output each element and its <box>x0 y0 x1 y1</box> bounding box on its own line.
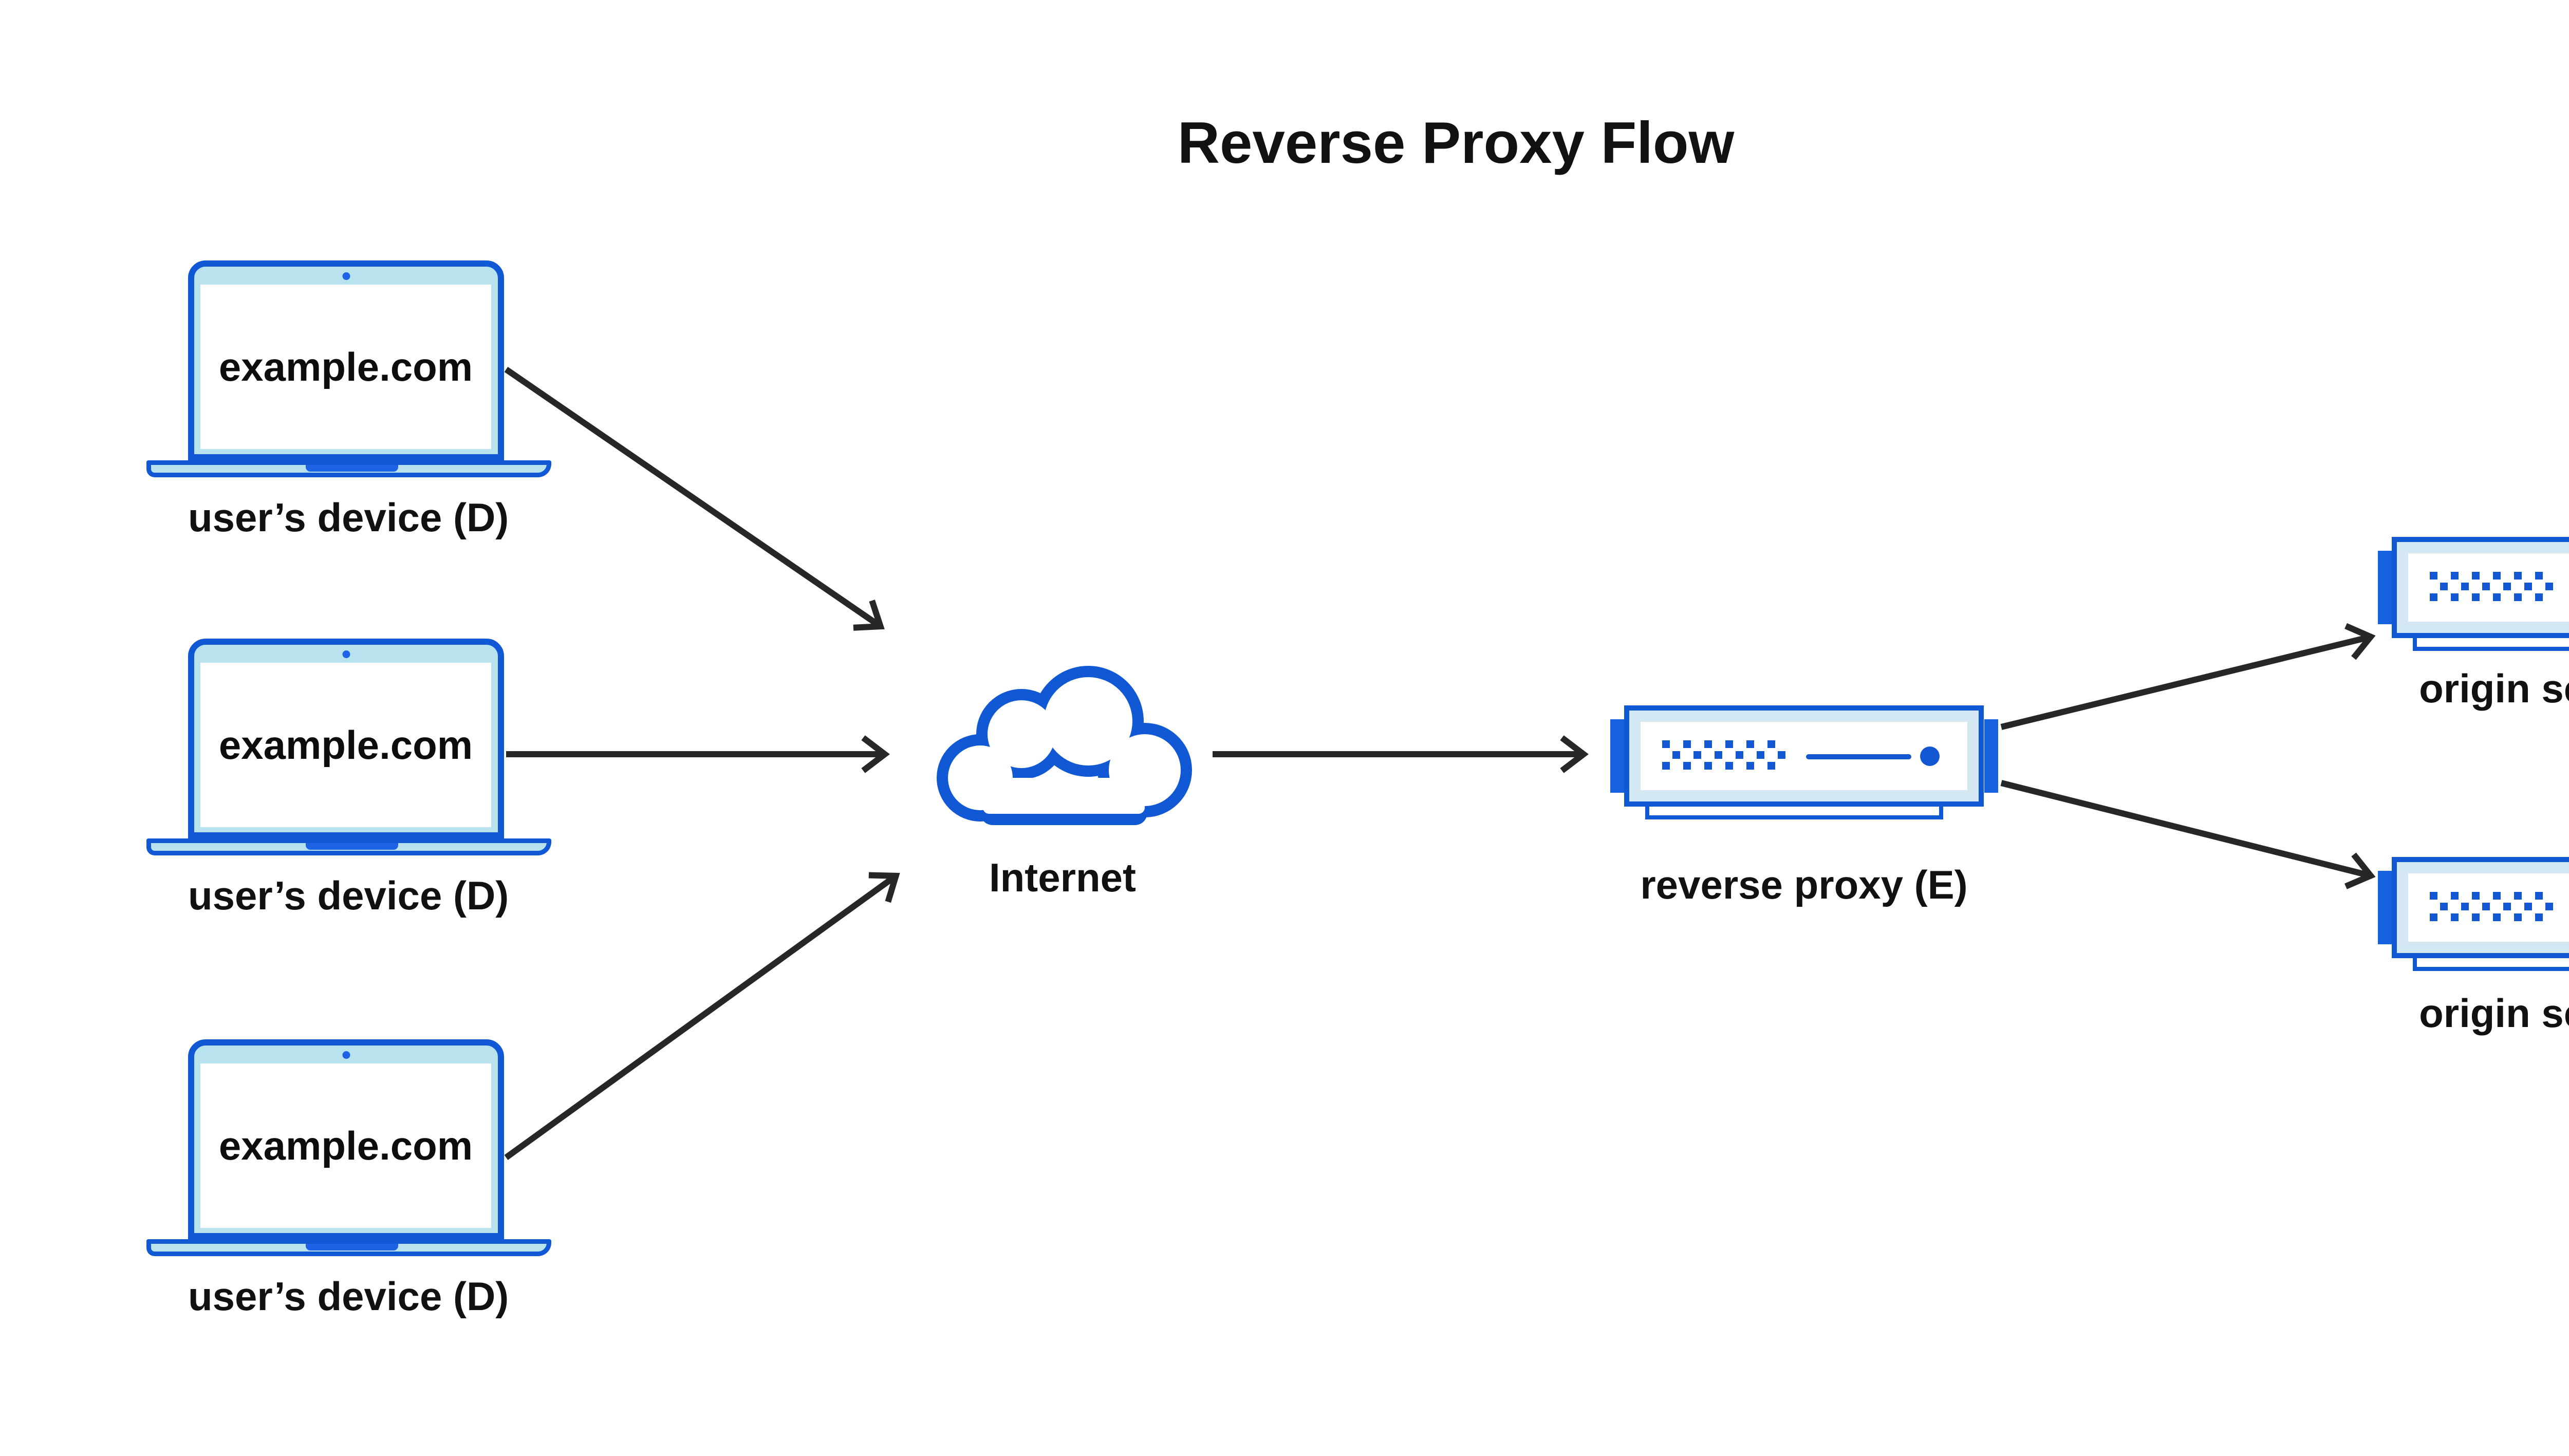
user-device-3: example.com user’s device (D) <box>146 1039 551 1332</box>
edge-proxy-origin1 <box>2000 623 2376 730</box>
internet-cloud-icon <box>937 666 1192 825</box>
user-device-1: example.com user’s device (D) <box>146 260 551 553</box>
server-chassis <box>2392 537 2569 638</box>
screen-url: example.com <box>218 722 473 768</box>
server-chassis <box>2392 857 2569 958</box>
server-slot-line <box>1806 754 1911 759</box>
device-label: user’s device (D) <box>188 495 509 540</box>
server-vent-dots-pattern <box>2430 572 2553 604</box>
edge-device1-internet <box>504 367 885 631</box>
laptop-base <box>146 460 551 477</box>
laptop-lid: example.com <box>188 260 504 460</box>
server-side-tab <box>2378 551 2392 624</box>
origin-server-2: origin server (F) <box>2378 857 2569 1033</box>
origin-server-1: origin server (F) <box>2378 537 2569 708</box>
page-title: Reverse Proxy Flow <box>1177 110 1735 176</box>
hinge-notch <box>306 1244 398 1250</box>
user-device-2: example.com user’s device (D) <box>146 639 551 931</box>
laptop-base <box>146 1239 551 1256</box>
screen-url: example.com <box>218 344 473 389</box>
server-vent-dots-pattern <box>2430 892 2553 924</box>
device-label: user’s device (D) <box>188 1274 509 1319</box>
laptop-lid: example.com <box>188 1039 504 1239</box>
reverse-proxy: reverse proxy (E) <box>1610 705 1998 905</box>
laptop-lid: example.com <box>188 639 504 838</box>
server-front-panel <box>2408 873 2569 942</box>
internet-label: Internet <box>989 855 1137 900</box>
edge-device3-internet <box>504 872 900 1160</box>
server-chassis <box>1624 705 1984 807</box>
laptop-screen: example.com <box>200 1063 491 1228</box>
camera-dot-icon <box>342 650 350 658</box>
cloud-outline <box>937 666 1192 825</box>
server-side-tab <box>1610 719 1624 793</box>
screen-url: example.com <box>218 1123 473 1168</box>
device-label: user’s device (D) <box>188 873 509 918</box>
camera-dot-icon <box>342 272 350 280</box>
server-front-panel <box>1641 722 1967 790</box>
server-side-tab <box>1984 719 1998 793</box>
laptop-screen: example.com <box>200 663 491 827</box>
server-front-panel <box>2408 553 2569 622</box>
origin-server-label: origin server (F) <box>2419 666 2569 711</box>
hinge-notch <box>306 843 398 850</box>
laptop-base <box>146 838 551 855</box>
camera-dot-icon <box>342 1051 350 1059</box>
hinge-notch <box>306 465 398 472</box>
laptop-screen: example.com <box>200 285 491 449</box>
reverse-proxy-label: reverse proxy (E) <box>1640 862 1968 907</box>
server-vent-dots-pattern <box>1662 740 1785 773</box>
server-power-dot <box>1920 746 1940 766</box>
server-side-tab <box>2378 871 2392 944</box>
cloud-body <box>948 677 1181 814</box>
edge-proxy-origin2 <box>2000 780 2376 889</box>
origin-server-label: origin server (F) <box>2419 991 2569 1036</box>
